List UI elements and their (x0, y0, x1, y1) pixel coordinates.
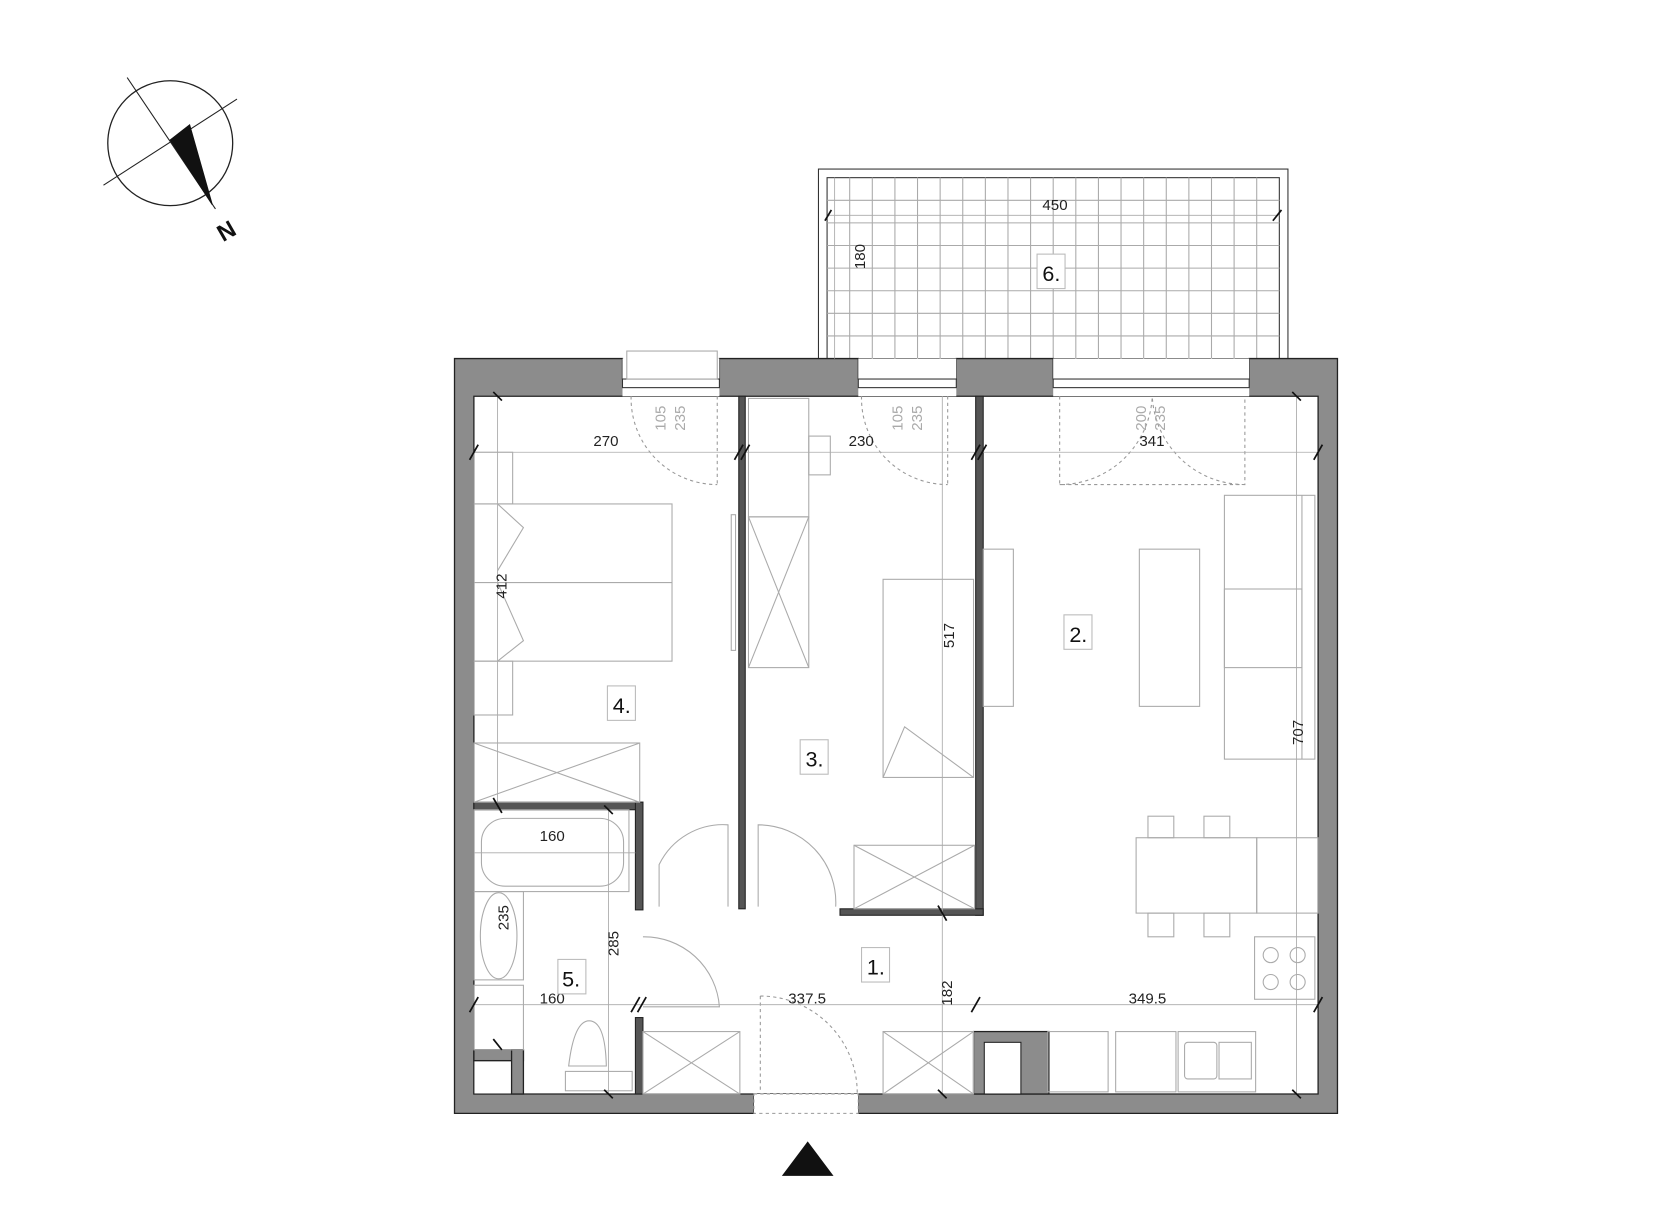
dim-room4-width: 270 (593, 433, 618, 450)
dim-room2-depth: 707 (1290, 720, 1307, 745)
dim-bath-depth: 285 (605, 931, 622, 956)
dim-room3-width: 230 (849, 433, 874, 450)
balcony (817, 168, 1289, 360)
room-label-4: 4. (613, 694, 631, 718)
window-3-height: 235 (1152, 406, 1169, 431)
north-arrow-icon (170, 124, 213, 205)
exterior-wall (453, 357, 1339, 1115)
compass: N (103, 77, 241, 247)
north-label: N (213, 216, 241, 247)
doors (642, 824, 858, 1095)
dim-bath-width-top: 160 (540, 828, 565, 845)
furniture (473, 397, 1319, 1095)
window-2-height: 235 (909, 406, 926, 431)
dim-balcony-depth: 180 (852, 244, 869, 269)
window-2-width: 105 (889, 406, 906, 431)
dim-room2-width: 341 (1139, 433, 1164, 450)
dim-hall-depth: 182 (939, 981, 956, 1006)
dim-bath-tub-side: 235 (495, 905, 512, 930)
window-labels: 105 235 105 235 200 235 (653, 406, 1170, 431)
dim-hall-right: 349.5 (1129, 991, 1167, 1008)
room-label-2: 2. (1069, 623, 1087, 647)
room-label-3: 3. (806, 748, 824, 772)
dimension-ticks (468, 209, 1324, 1099)
dim-room3-depth: 517 (941, 623, 958, 648)
dim-bath-width-bottom: 160 (540, 991, 565, 1008)
window-1-height: 235 (672, 406, 689, 431)
dim-balcony-width: 450 (1042, 197, 1067, 214)
entrance-arrow-icon (781, 1141, 834, 1176)
dim-room4-depth: 412 (493, 573, 510, 598)
windows (621, 350, 1250, 486)
dim-hall-left: 337.5 (788, 991, 826, 1008)
interior-walls (473, 395, 984, 1095)
room-label-6: 6. (1042, 262, 1060, 286)
window-1-width: 105 (653, 406, 670, 431)
dimension-lines (473, 177, 1319, 1095)
room-label-5: 5. (562, 967, 580, 991)
window-3-width: 200 (1133, 406, 1150, 431)
room-label-1: 1. (867, 955, 885, 979)
room-labels: 1. 2. 3. 4. 5. 6. (557, 253, 1093, 995)
